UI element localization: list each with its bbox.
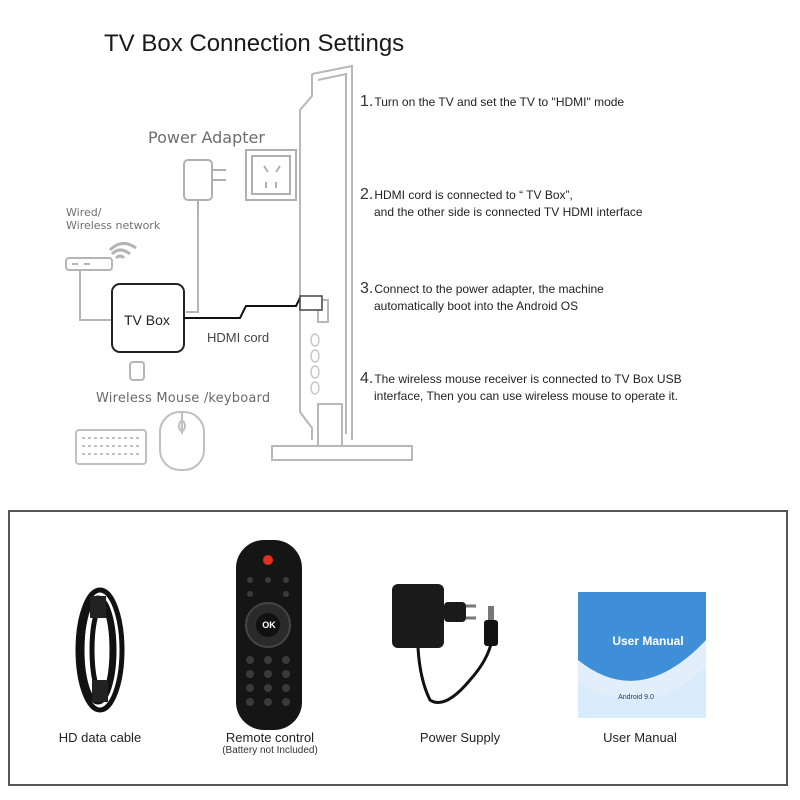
network-label-line2: Wireless network xyxy=(66,219,161,232)
step-number: 1. xyxy=(360,93,374,110)
hdmi-cord-label: HDMI cord xyxy=(207,330,270,345)
mouse-icon xyxy=(159,411,205,471)
step-2: 2.HDMI cord is connected to “ TV Box”, a… xyxy=(360,186,643,221)
step-text: Connect to the power adapter, the machin… xyxy=(374,282,604,296)
package-illustrations xyxy=(75,540,706,730)
step-text: interface, Then you can use wireless mou… xyxy=(374,389,678,403)
tv-outline xyxy=(271,64,413,461)
power-adapter-icon xyxy=(183,159,226,215)
mouse-keyboard-label: Wireless Mouse /keyboard xyxy=(96,391,271,406)
wall-socket-icon xyxy=(245,149,297,201)
network-cable-line xyxy=(79,270,112,321)
network-label: Wired/ Wireless network xyxy=(66,206,160,232)
caption-hd-data-cable: HD data cable xyxy=(58,730,142,745)
power-supply-image xyxy=(392,584,498,704)
connection-diagram xyxy=(65,64,413,471)
caption-remote-subnote: (Battery not Included) xyxy=(222,745,318,756)
caption-remote-control: Remote control xyxy=(225,730,315,745)
manual-cover-subtitle: Android 9.0 xyxy=(618,694,654,701)
step-text: HDMI cord is connected to “ TV Box”, xyxy=(374,188,573,202)
remote-ok-label: OK xyxy=(262,620,276,630)
caption-power-supply: Power Supply xyxy=(419,730,501,745)
usb-receiver-icon xyxy=(129,361,145,381)
step-number: 4. xyxy=(360,370,374,387)
hdmi-cord-line xyxy=(184,297,316,319)
manual-cover-title: User Manual xyxy=(612,634,684,648)
power-adapter-label: Power Adapter xyxy=(148,128,265,147)
user-manual-image xyxy=(578,592,706,718)
step-text: Turn on the TV and set the TV to "HDMI" … xyxy=(374,95,625,109)
step-text: The wireless mouse receiver is connected… xyxy=(374,372,682,386)
caption-user-manual: User Manual xyxy=(603,730,677,745)
tv-box-label: TV Box xyxy=(124,312,170,328)
page-title: TV Box Connection Settings xyxy=(104,30,405,57)
step-number: 2. xyxy=(360,186,374,203)
hdmi-cable-image xyxy=(75,587,125,713)
hdmi-plug xyxy=(299,295,323,311)
router-icon xyxy=(65,257,113,271)
tv-side-buttons xyxy=(310,333,320,395)
step-number: 3. xyxy=(360,280,374,297)
step-3: 3.Connect to the power adapter, the mach… xyxy=(360,280,604,315)
step-1: 1.Turn on the TV and set the TV to "HDMI… xyxy=(360,93,624,111)
step-text: and the other side is connected TV HDMI … xyxy=(374,205,643,219)
step-4: 4.The wireless mouse receiver is connect… xyxy=(360,370,682,405)
remote-control-image xyxy=(236,540,302,730)
network-label-line1: Wired/ xyxy=(66,206,102,219)
step-text: automatically boot into the Android OS xyxy=(374,299,579,313)
wifi-icon xyxy=(108,242,137,260)
keyboard-icon xyxy=(75,429,147,465)
power-cable-line xyxy=(186,215,199,313)
